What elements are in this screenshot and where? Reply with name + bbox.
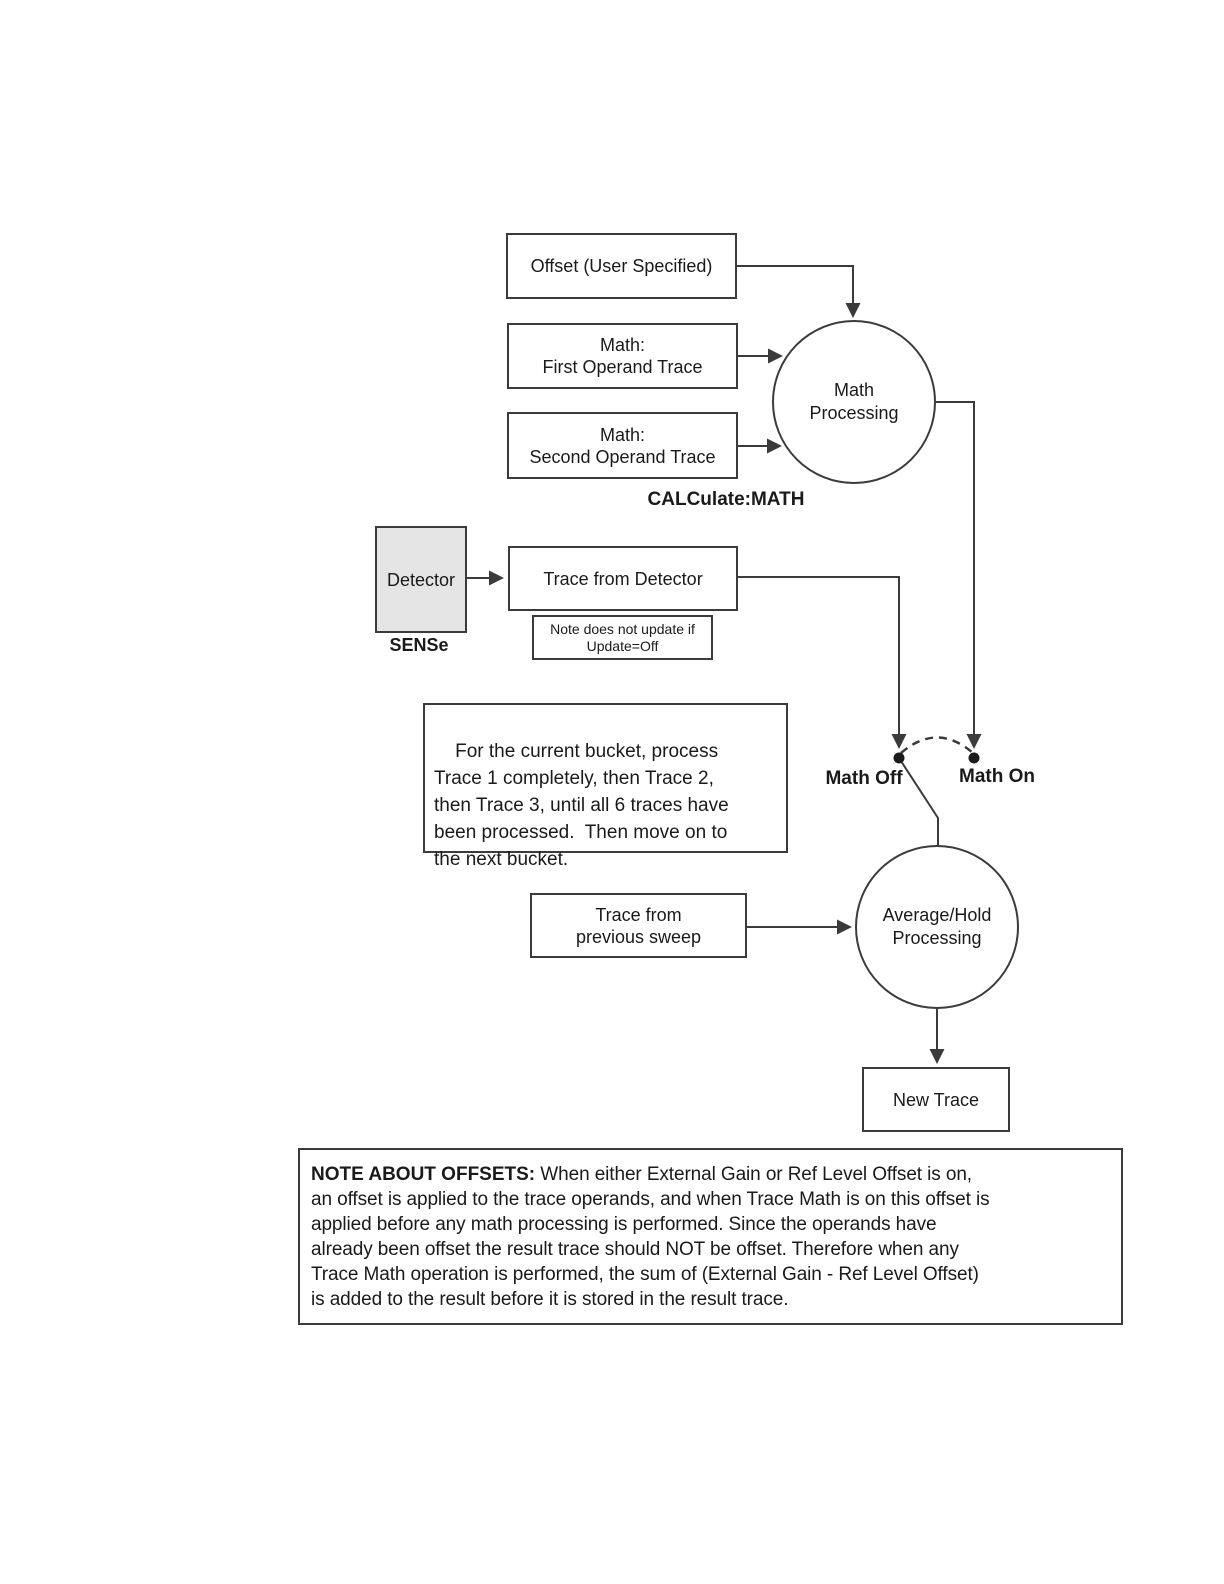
prev-sweep-line1: Trace from [595, 904, 682, 925]
bucket-processing-note-text: For the current bucket, process Trace 1 … [434, 741, 729, 870]
prev-sweep-line2: previous sweep [575, 926, 702, 947]
note-about-offsets-title: NOTE ABOUT OFFSETS: [311, 1164, 536, 1185]
math-on-label: Math On [959, 766, 1035, 787]
math-processing-circle: Math Processing [772, 320, 936, 484]
trace-to-math-off-connector [738, 576, 907, 749]
math-off-contact-dot [893, 752, 905, 764]
new-trace-label: New Trace [892, 1089, 980, 1110]
note-about-offsets-box: NOTE ABOUT OFFSETS: When either External… [298, 1148, 1123, 1325]
switch-dashed-arc [900, 736, 974, 754]
second-operand-label-line1: Math: [599, 424, 646, 445]
average-hold-processing-circle: Average/Hold Processing [855, 845, 1019, 1009]
note-about-offsets-body: When either External Gain or Ref Level O… [311, 1164, 990, 1310]
math-off-label: Math Off [825, 768, 903, 789]
math-on-contact-dot [968, 752, 980, 764]
detector-box: Detector [375, 526, 467, 633]
first-operand-label-line2: First Operand Trace [542, 357, 703, 377]
update-note-box: Note does not update if Update=Off [532, 615, 713, 660]
math-processing-line2: Processing [809, 403, 899, 423]
trace-from-detector-box: Trace from Detector [508, 546, 738, 611]
average-hold-line2: Processing [892, 928, 982, 948]
switch-lever-line [898, 757, 939, 846]
new-trace-box: New Trace [862, 1067, 1010, 1132]
trace-from-detector-label: Trace from Detector [543, 568, 703, 589]
sense-label: SENSe [389, 635, 449, 655]
math-second-operand-box: Math: Second Operand Trace [507, 412, 738, 479]
second-operand-label-line2: Second Operand Trace [529, 446, 716, 467]
math-to-math-on-connector [936, 401, 982, 749]
trace-from-previous-sweep-box: Trace from previous sweep [530, 893, 747, 958]
offset-box-label: Offset (User Specified) [530, 256, 713, 276]
math-processing-line1: Math [833, 380, 875, 400]
update-note-line2: Update=Off [586, 637, 659, 654]
calculate-math-label: CALCulate:MATH [647, 489, 805, 510]
detector-label: Detector [386, 569, 456, 590]
offset-user-specified-box: Offset (User Specified) [506, 233, 737, 299]
bucket-processing-note-box: For the current bucket, process Trace 1 … [423, 703, 788, 870]
math-first-operand-box: Math: First Operand Trace [507, 323, 738, 389]
first-operand-label-line1: Math: [599, 335, 646, 355]
average-hold-line1: Average/Hold [882, 905, 992, 925]
offset-to-math-connector [737, 265, 861, 318]
update-note-line1: Note does not update if [550, 620, 695, 637]
